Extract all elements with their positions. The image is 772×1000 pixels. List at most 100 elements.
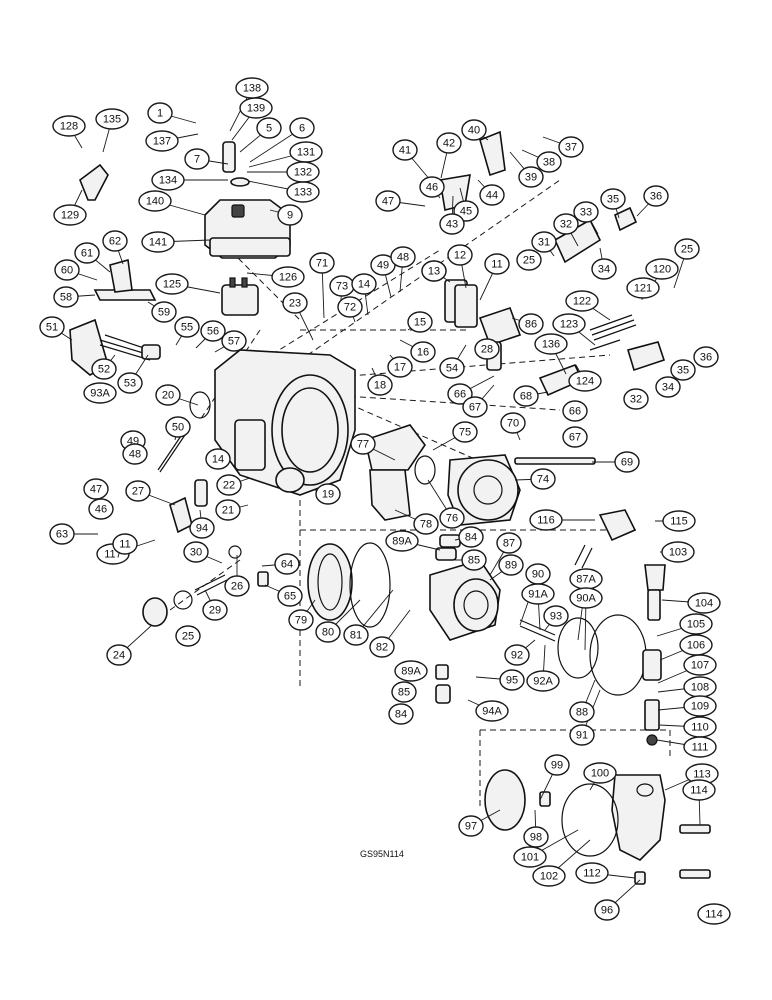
callout-number: 32 — [630, 394, 642, 406]
callout-80: 80 — [315, 621, 341, 643]
callout-54: 54 — [439, 357, 465, 379]
callout-81: 81 — [343, 624, 369, 646]
callout-137: 137 — [145, 130, 179, 152]
callout-number: 26 — [231, 581, 243, 593]
callout-number: 1 — [157, 108, 163, 120]
callout-66: 66 — [447, 383, 473, 405]
callout-number: 15 — [414, 317, 426, 329]
callout-number: 55 — [181, 322, 193, 334]
callout-61: 61 — [74, 242, 100, 264]
callout-number: 110 — [691, 722, 709, 734]
callout-113: 113 — [685, 763, 719, 785]
callout-79: 79 — [288, 609, 314, 631]
callout-100: 100 — [583, 762, 617, 784]
callout-77: 77 — [350, 433, 376, 455]
callout-number: 24 — [113, 650, 125, 662]
callout-number: 133 — [294, 187, 312, 199]
callout-128: 128 — [52, 115, 86, 137]
callout-number: 25 — [681, 244, 693, 256]
callout-134: 134 — [151, 169, 185, 191]
callout-number: 106 — [687, 640, 705, 652]
callout-64: 64 — [274, 553, 300, 575]
callout-41: 41 — [392, 139, 418, 161]
callout-125: 125 — [155, 273, 189, 295]
callout-114: 114 — [682, 779, 716, 801]
callout-number: 35 — [677, 365, 689, 377]
callout-9: 9 — [277, 204, 303, 226]
callout-number: 82 — [376, 642, 388, 654]
callout-1: 1 — [147, 102, 173, 124]
callout-number: 101 — [521, 852, 539, 864]
callout-number: 61 — [81, 248, 93, 260]
callout-number: 114 — [705, 909, 723, 921]
callout-number: 85 — [468, 555, 480, 567]
callout-number: 27 — [132, 486, 144, 498]
callout-17: 17 — [387, 356, 413, 378]
callout-number: 56 — [207, 326, 219, 338]
callout-number: 30 — [190, 547, 202, 559]
callout-number: 13 — [428, 266, 440, 278]
callout-number: 60 — [61, 265, 73, 277]
callout-91a: 91A — [521, 583, 555, 605]
callout-number: 57 — [228, 336, 240, 348]
callout-43: 43 — [439, 213, 465, 235]
callout-number: 64 — [281, 559, 293, 571]
callout-26: 26 — [224, 575, 250, 597]
callout-90: 90 — [525, 563, 551, 585]
callout-number: 122 — [573, 296, 591, 308]
callout-number: 25 — [523, 255, 535, 267]
callout-number: 36 — [650, 191, 662, 203]
callout-71: 71 — [309, 252, 335, 274]
callout-number: 71 — [316, 258, 328, 270]
callout-104: 104 — [687, 592, 721, 614]
callout-number: 139 — [247, 103, 265, 115]
callout-number: 136 — [542, 339, 560, 351]
callout-93: 93 — [543, 605, 569, 627]
callout-52: 52 — [91, 358, 117, 380]
callout-37: 37 — [558, 136, 584, 158]
callout-25: 25 — [175, 625, 201, 647]
callout-number: 123 — [560, 319, 578, 331]
callout-number: 18 — [374, 380, 386, 392]
callout-86: 86 — [518, 313, 544, 335]
callout-number: 107 — [691, 660, 709, 672]
callout-number: 80 — [322, 627, 334, 639]
callout-number: 66 — [569, 406, 581, 418]
callout-78: 78 — [413, 513, 439, 535]
callout-number: 141 — [149, 237, 167, 249]
callout-number: 65 — [284, 591, 296, 603]
callout-number: 89 — [505, 560, 517, 572]
callout-number: 96 — [601, 905, 613, 917]
callout-number: 33 — [580, 207, 592, 219]
callout-number: 17 — [394, 362, 406, 374]
callout-number: 93A — [90, 388, 110, 400]
callout-number: 92 — [511, 650, 523, 662]
callout-19: 19 — [315, 483, 341, 505]
callout-30: 30 — [183, 541, 209, 563]
callout-number: 29 — [209, 605, 221, 617]
callout-number: 11 — [119, 539, 130, 551]
callout-number: 48 — [129, 449, 141, 461]
callout-66: 66 — [562, 400, 588, 422]
callout-number: 90A — [576, 593, 596, 605]
callout-number: 111 — [692, 742, 709, 754]
callout-47: 47 — [83, 478, 109, 500]
callout-number: 94 — [196, 523, 208, 535]
callout-number: 42 — [443, 138, 455, 150]
callout-number: 129 — [61, 210, 79, 222]
callout-92: 92 — [504, 644, 530, 666]
callout-number: 7 — [194, 154, 200, 166]
callout-number: 99 — [551, 760, 563, 772]
callout-number: 69 — [621, 457, 633, 469]
callout-number: 97 — [465, 821, 477, 833]
callout-number: 43 — [446, 219, 458, 231]
callout-number: 104 — [695, 598, 713, 610]
callout-135: 135 — [95, 108, 129, 130]
callout-131: 131 — [289, 141, 323, 163]
callout-53: 53 — [117, 372, 143, 394]
callout-number: 73 — [336, 281, 348, 293]
callout-87a: 87A — [569, 568, 603, 590]
callout-number: 34 — [598, 264, 610, 276]
callout-number: 88 — [576, 707, 588, 719]
callout-38: 38 — [536, 151, 562, 173]
